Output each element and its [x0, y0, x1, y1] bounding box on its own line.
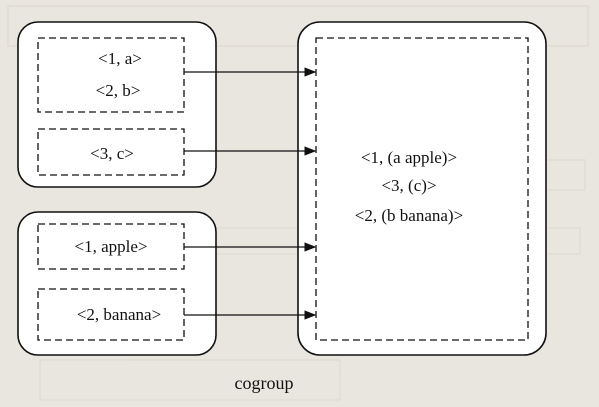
cogroup-arrows	[184, 67, 317, 320]
result-rdd-container	[297, 21, 547, 356]
diagram-caption: cogroup	[235, 373, 294, 393]
result-rdd: <1, (a apple)> <3, (c)> <2, (b banana)>	[297, 21, 547, 356]
result-rdd-partition	[315, 37, 529, 341]
rdd-b-record-2: <2, banana>	[77, 305, 161, 324]
rdd-b: <1, apple> <2, banana>	[17, 211, 217, 356]
result-record-2: <3, (c)>	[381, 176, 436, 195]
result-record-1: <1, (a apple)>	[361, 148, 457, 167]
result-record-3: <2, (b banana)>	[355, 206, 463, 225]
rdd-a-record-3: <3, c>	[90, 144, 134, 163]
rdd-a-record-1: <1, a>	[98, 49, 142, 68]
rdd-a-partition-1	[37, 37, 185, 113]
rdd-b-container	[17, 211, 217, 356]
rdd-a-partition-2	[37, 128, 185, 176]
rdd-a-record-2: <2, b>	[96, 81, 141, 100]
rdd-b-record-1: <1, apple>	[75, 237, 148, 256]
rdd-a-container	[17, 21, 217, 188]
rdd-a: <1, a> <2, b> <3, c>	[17, 21, 217, 188]
